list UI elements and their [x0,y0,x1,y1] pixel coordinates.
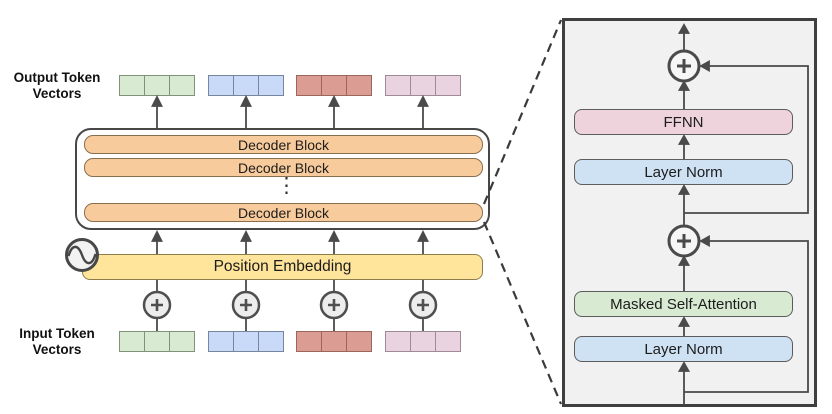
add-stems [156,280,424,331]
decoder-block-2: Decoder Block [84,158,483,177]
ffnn-box: FFNN [574,109,793,135]
output-token-vector-4 [385,75,461,96]
decoder-block-1: Decoder Block [84,135,483,154]
layer-norm-top-box: Layer Norm [574,159,793,185]
masked-self-attention-box: Masked Self-Attention [574,291,793,317]
position-embedding-bar: Position Embedding [82,254,483,280]
output-tokens-label: Output Token Vectors [13,70,101,101]
output-token-vector-1 [119,75,195,96]
stack-ellipsis: ⋮ [276,174,297,197]
layer-norm-bottom-box: Layer Norm [574,336,793,362]
output-token-vector-3 [296,75,372,96]
input-token-vector-2 [208,331,284,352]
input-tokens-label: Input Token Vectors [19,326,95,357]
input-token-vector-4 [385,331,461,352]
output-arrows [151,94,429,128]
decoder-block-3: Decoder Block [84,203,483,222]
input-token-vector-3 [296,331,372,352]
plus-circle-icon [142,290,438,320]
embedding-to-stack-arrows [151,229,429,254]
zoom-guide-lines [482,19,563,405]
input-token-vector-1 [119,331,195,352]
output-token-vector-2 [208,75,284,96]
